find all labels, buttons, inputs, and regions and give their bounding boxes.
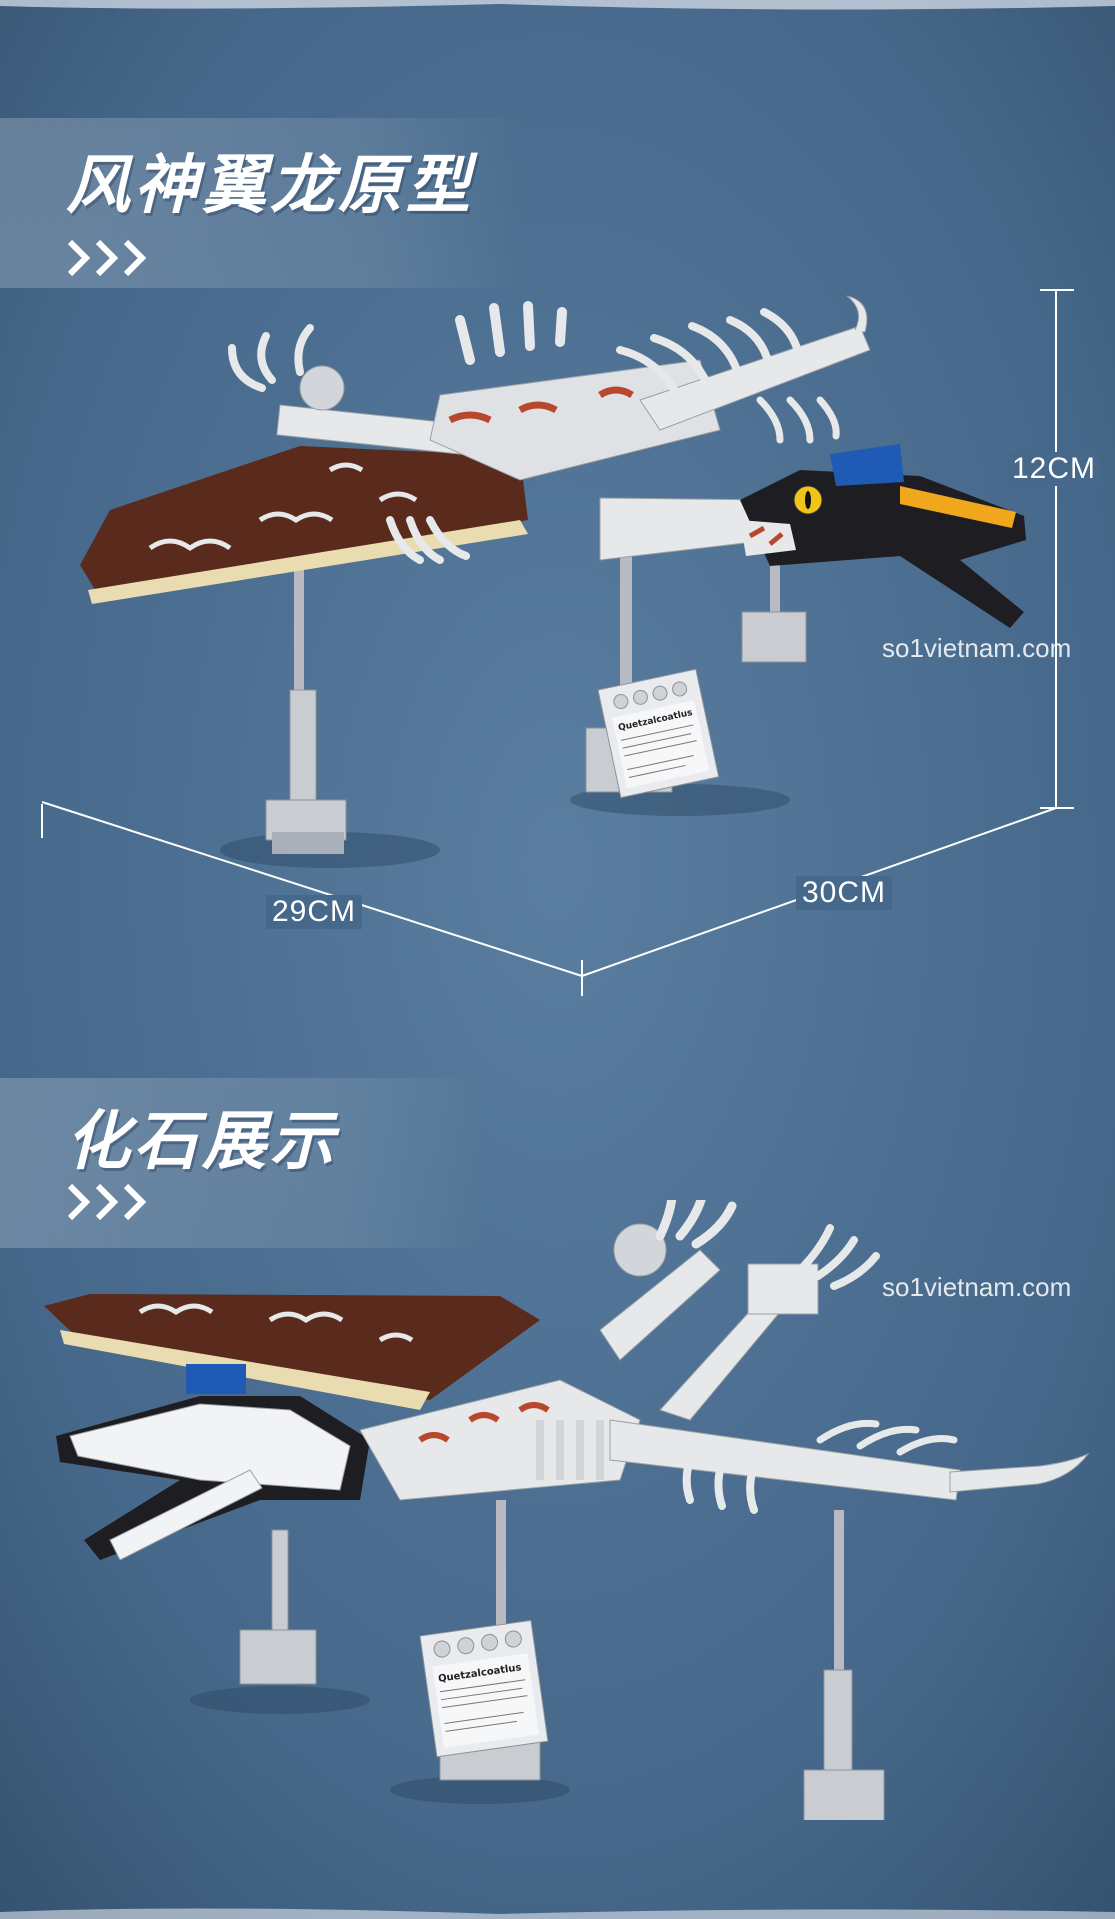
section2-title-banner [0, 1078, 480, 1248]
dimension-height-label: 12CM [1008, 452, 1101, 486]
fossil-model-image: Quetzalcoatlus [44, 1200, 1090, 1820]
section2-title: 化石展示 [66, 1105, 338, 1179]
triple-chevron-icon [67, 239, 147, 277]
section1-title: 风神翼龙原型 [66, 149, 474, 223]
triple-chevron-icon [67, 1183, 147, 1221]
watermark: so1vietnam.com [882, 1272, 1072, 1302]
dimension-left-label: 29CM [266, 895, 363, 929]
dimension-right-label: 30CM [796, 876, 893, 910]
pterosaur-model-image: Quetzalcoatlus [80, 295, 1026, 868]
watermark: so1vietnam.com [882, 633, 1072, 663]
